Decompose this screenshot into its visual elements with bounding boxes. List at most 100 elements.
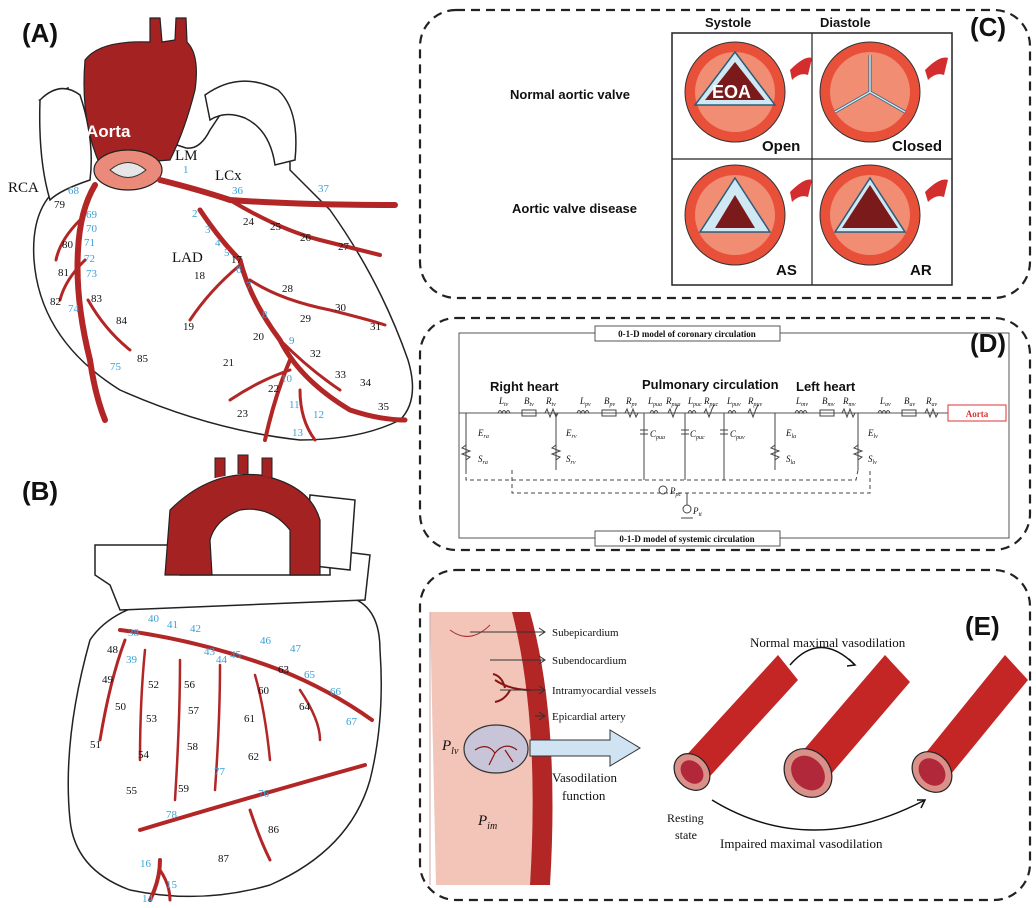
circuit-symbol: Sla [786,454,795,466]
circuit-symbol: Lmv [795,396,808,408]
segment-number: 34 [360,377,372,389]
circuit-symbol: Lpuv [726,396,741,408]
panel-label-a: (A) [22,18,58,48]
circuit-symbol: Rtv [545,396,556,408]
circuit-symbol: Sra [478,454,488,466]
panel-label-e: (E) [965,611,1000,641]
segment-number: 69 [86,209,98,221]
segment-number: 70 [86,223,98,235]
segment-number: 64 [299,701,311,713]
circuit-symbol: Rpuv [747,396,763,408]
circuit-symbol: Elv [867,428,878,440]
right-heart-label: Right heart [490,379,559,394]
lm-label: LM [175,148,198,164]
circuit-symbol: Srv [566,454,576,466]
segment-number: 85 [137,353,149,365]
heart-b-outline [68,595,381,896]
segment-number: 10 [281,373,293,385]
segment-number: 87 [218,853,230,865]
aorta-label-a: Aorta [86,122,131,141]
segment-number: 20 [253,331,265,343]
segment-number: 61 [244,713,255,725]
vaso-line1: Vasodilation [552,770,617,785]
segment-number: 11 [289,399,300,411]
segment-number: 4 [215,237,221,249]
panel-b: (B) 383940414243444546476566677776781615… [22,455,381,905]
segment-number: 67 [346,716,358,728]
segment-number: 78 [166,809,178,821]
segment-number: 83 [91,293,103,305]
aorta-box-label: Aorta [966,409,989,419]
pulmonary-label: Pulmonary circulation [642,377,779,392]
circuit-symbol: Rpv [625,396,638,408]
segment-number: 73 [86,268,98,280]
circuit-symbol: Pit [692,506,702,518]
valve-as: AS [685,165,812,279]
segment-number: 37 [318,183,330,195]
circuit-symbol: Cpua [650,429,665,441]
aorta-b [165,474,320,575]
row-normal: Normal aortic valve [510,87,630,102]
circuit-symbol: Bmv [822,396,835,408]
segment-number: 86 [268,824,280,836]
segment-number: 16 [140,858,152,870]
segment-number: 35 [378,401,390,413]
segment-number: 41 [167,619,178,631]
segment-number: 3 [205,224,211,236]
circuit-symbol: Rpua [665,396,681,408]
aorta-a [84,18,196,165]
intramyocardial-label: Intramyocardial vessels [552,685,656,697]
segment-number: 56 [184,679,196,691]
eoa-label: EOA [712,82,751,102]
segment-number: 17 [231,254,243,266]
segment-number: 54 [138,749,150,761]
valve-closed: Closed [820,42,948,155]
segment-number: 22 [268,383,279,395]
valve-open: EOA Open [685,42,812,155]
segment-number: 23 [237,408,249,420]
segment-number: 47 [290,643,302,655]
segment-number: 40 [148,613,160,625]
segment-number: 24 [243,216,255,228]
open-label: Open [762,138,800,155]
closed-label: Closed [892,138,942,155]
segment-number: 49 [102,674,114,686]
segment-number: 21 [223,357,234,369]
lcx-label: LCx [215,168,242,184]
panel-label-c: (C) [970,12,1006,42]
segment-number: 7 [246,280,252,292]
segment-number: 75 [110,361,122,373]
coronary-model-label: 0-1-D model of coronary circulation [618,329,756,339]
segment-number: 65 [304,669,316,681]
segment-number: 27 [338,241,350,253]
circuit-symbol: Era [477,428,489,440]
segment-number: 71 [84,237,95,249]
segment-number: 81 [58,267,69,279]
panel-d: (D) 0-1-D model of coronary circulation … [420,318,1030,550]
segment-number: 14 [142,893,154,905]
circuit-symbol: Bpv [604,396,616,408]
segment-number: 43 [204,646,216,658]
vaso-line2: function [562,788,606,803]
ar-label: AR [910,262,932,279]
impaired-max-label: Impaired maximal vasodilation [720,836,883,851]
circuit-symbol: Rav [925,396,938,408]
vessel-zoom-ellipse [464,725,528,773]
segment-number: 55 [126,785,138,797]
panel-a: (A) Aorta LM LCx RCA LAD [8,18,413,440]
circuit-symbol: Slv [868,454,877,466]
segment-number: 58 [187,741,199,753]
segment-number: 66 [330,686,342,698]
segment-number: 82 [50,296,61,308]
valve-ar: AR [820,165,948,279]
circuit-symbol: Rmv [842,396,856,408]
segment-number: 18 [194,270,206,282]
circuit-symbol: Btv [524,396,534,408]
segment-number: 68 [68,185,80,197]
panel-c: (C) Systole Diastole Normal aortic valve… [420,10,1030,298]
circuit-symbol: Lpuc [687,396,702,408]
segment-number: 57 [188,705,200,717]
segment-number: 77 [214,766,226,778]
